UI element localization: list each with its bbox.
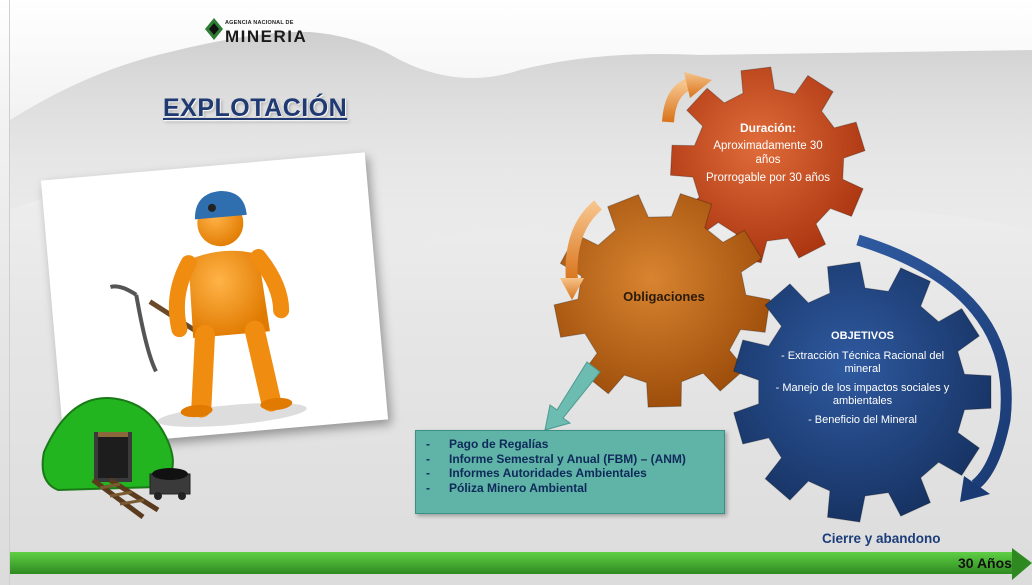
obligations-list: - Pago de Regalías - Informe Semestral y A… [416,431,724,495]
slide-left-rule [9,0,10,585]
agency-logo: AGENCIA NACIONAL DE MINERIA [205,16,325,50]
objetivos-heading: OBJETIVOS [831,330,894,342]
arrow-right-curved [856,234,1012,502]
miner-photo-frame [40,152,389,448]
list-item: - Pago de Regalías [426,437,724,452]
arrow-to-callout [544,361,601,431]
gear-objetivos-text: OBJETIVOS - Extracción Técnica Racional … [775,330,950,432]
gear-objetivos [733,261,992,523]
list-item: - Informes Autoridades Ambientales [426,466,724,481]
timeline-arrow [10,548,1032,580]
logo-big-text: MINERIA [225,27,308,46]
gear-orange-shape [553,192,771,408]
list-bullet: - [426,466,430,480]
list-item: - Póliza Minero Ambiental [426,481,724,496]
objetivos-line: - Manejo de los impactos sociales y ambi… [775,381,950,408]
miner-illustration [109,191,307,427]
list-bullet: - [426,437,430,451]
list-bullet: - [426,480,430,495]
list-item-text: Póliza Minero Ambiental [449,480,588,495]
duracion-line: Prorrogable por 30 años [705,172,831,184]
gear-red-shape [669,66,866,264]
gear-blue-shape [733,261,992,523]
list-item-text: Pago de Regalías [449,437,549,451]
duracion-heading: Duración: [739,121,796,135]
list-item: - Informe Semestral y Anual (FBM) – (ANM) [426,452,724,467]
obligations-callout: - Pago de Regalías - Informe Semestral y A… [415,430,725,514]
agency-logo-icon [205,18,223,40]
objetivos-line: - Beneficio del Mineral [808,413,917,426]
mine-entrance-illustration [41,396,191,520]
list-bullet: - [426,451,430,466]
arrow-left-curved [560,200,603,300]
duracion-line: Aproximadamente 30 años [713,140,823,166]
list-item-text: Informe Semestral y Anual (FBM) – (ANM) [449,451,686,466]
list-item-text: Informes Autoridades Ambientales [449,466,647,480]
gear-obligaciones [553,192,771,408]
timeline-end-label: Cierre y abandono [822,531,941,546]
obligaciones-label: Obligaciones [623,289,705,304]
gear-duracion-text: Duración: Aproximadamente 30 años Prorro… [703,121,833,189]
gear-duracion [669,66,866,264]
timeline-duration-label: 30 Años [958,555,1012,571]
objetivos-line: - Extracción Técnica Racional del minera… [780,349,945,376]
logo-small-text: AGENCIA NACIONAL DE [225,20,294,26]
arrow-top-curved [662,72,712,123]
page-title: EXPLOTACIÓN [163,94,348,122]
